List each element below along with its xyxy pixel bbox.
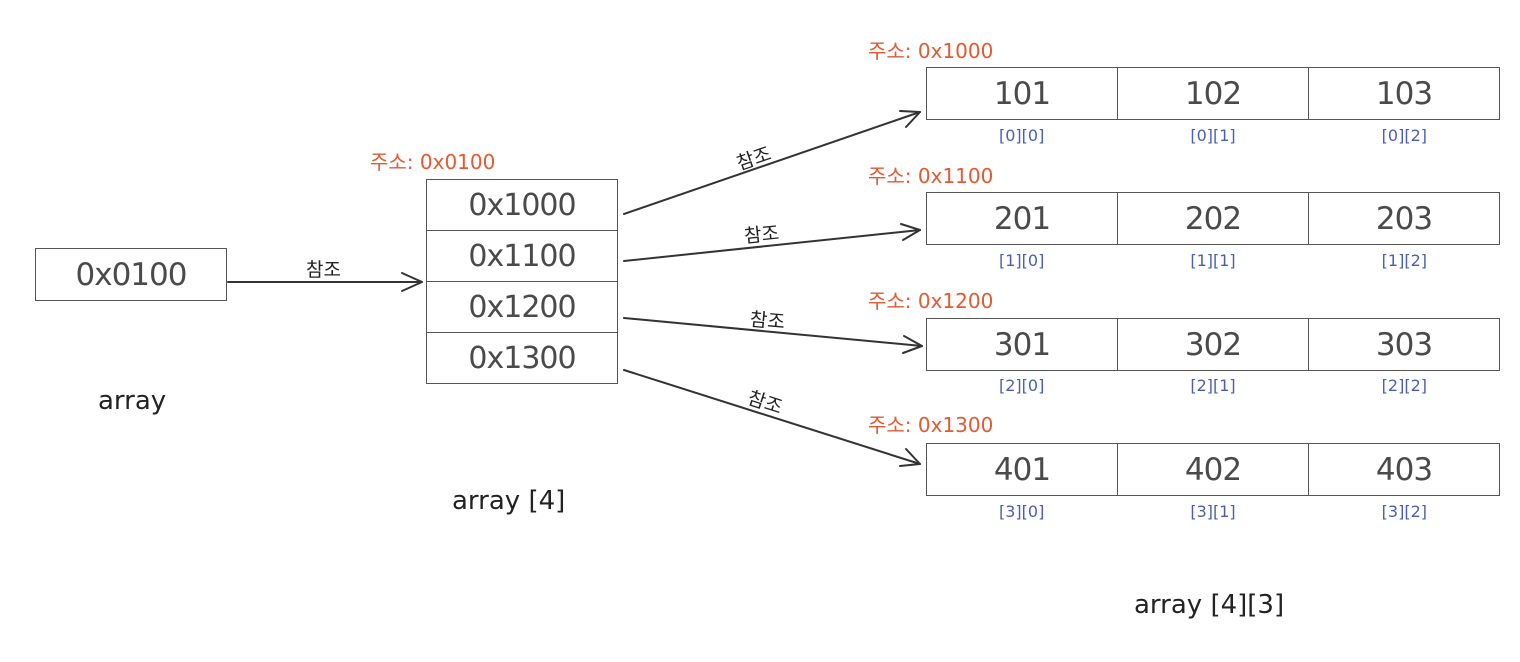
pointer-array-name: array [4] [452, 486, 566, 516]
row-0-address: 주소: 0x1000 [868, 39, 994, 63]
row-2: 301 302 303 [926, 318, 1500, 371]
index-0-2: [0][2] [1381, 126, 1427, 145]
arrowhead-ptr3-to-row3 [899, 448, 921, 467]
index-3-1: [3][1] [1190, 502, 1236, 521]
cell-2-0: 301 [993, 326, 1051, 363]
arrow-ptr2-to-row2 [623, 317, 923, 347]
arrowhead-ptr1-to-row1 [900, 223, 921, 241]
index-3-0: [3][0] [999, 502, 1045, 521]
row-2-indices: [2][0] [2][1] [2][2] [926, 376, 1500, 395]
index-3-2: [3][2] [1381, 502, 1427, 521]
var-value: 0x0100 [75, 256, 188, 293]
arrow-ptr0-to-row0 [623, 111, 921, 215]
index-0-0: [0][0] [999, 126, 1045, 145]
cell-2-2: 303 [1308, 319, 1499, 370]
pointer-array-address: 주소: 0x0100 [370, 150, 496, 174]
cell-3-0: 401 [993, 451, 1051, 488]
pointer-array: 0x1000 0x1100 0x1200 0x1300 [426, 179, 618, 384]
cell-0-1: 102 [1117, 68, 1308, 119]
cell-1-0: 201 [993, 200, 1051, 237]
row-3-address: 주소: 0x1300 [868, 413, 994, 437]
row-0: 101 102 103 [926, 67, 1500, 120]
index-1-2: [1][2] [1381, 251, 1427, 270]
arrowhead-ptr2-to-row2 [902, 335, 923, 354]
index-2-0: [2][0] [999, 376, 1045, 395]
row-1-indices: [1][0] [1][1] [1][2] [926, 251, 1500, 270]
cell-0-0: 101 [993, 75, 1051, 112]
row-1-address: 주소: 0x1100 [868, 164, 994, 188]
arrowhead-ptr0-to-row0 [899, 110, 921, 128]
row-1: 201 202 203 [926, 192, 1500, 245]
pointer-cell-1: 0x1100 [426, 230, 618, 282]
cell-2-1: 302 [1117, 319, 1308, 370]
cell-1-1: 202 [1117, 193, 1308, 244]
pointer-cell-2: 0x1200 [426, 281, 618, 333]
index-0-1: [0][1] [1190, 126, 1236, 145]
arrow-ptr3-to-row3 [623, 369, 921, 465]
pointer-cell-3: 0x1300 [426, 332, 618, 384]
index-1-0: [1][0] [999, 251, 1045, 270]
index-2-1: [2][1] [1190, 376, 1236, 395]
ref-label-row1: 참조 [743, 222, 781, 248]
pointer-cell-0: 0x1000 [426, 179, 618, 231]
row-0-indices: [0][0] [0][1] [0][2] [926, 126, 1500, 145]
table-name: array [4][3] [1134, 590, 1285, 620]
cell-0-2: 103 [1308, 68, 1499, 119]
var-name: array [98, 386, 167, 416]
ref-label-row2: 참조 [748, 308, 786, 334]
cell-3-1: 402 [1117, 444, 1308, 495]
ref-label-main: 참조 [306, 259, 341, 281]
index-2-2: [2][2] [1381, 376, 1427, 395]
arrowhead-var-to-array [401, 272, 423, 292]
cell-3-2: 403 [1308, 444, 1499, 495]
row-2-address: 주소: 0x1200 [868, 289, 994, 313]
cell-1-2: 203 [1308, 193, 1499, 244]
row-3-indices: [3][0] [3][1] [3][2] [926, 502, 1500, 521]
arrow-ptr1-to-row1 [623, 229, 921, 262]
row-3: 401 402 403 [926, 443, 1500, 496]
index-1-1: [1][1] [1190, 251, 1236, 270]
var-box: 0x0100 [35, 248, 227, 301]
